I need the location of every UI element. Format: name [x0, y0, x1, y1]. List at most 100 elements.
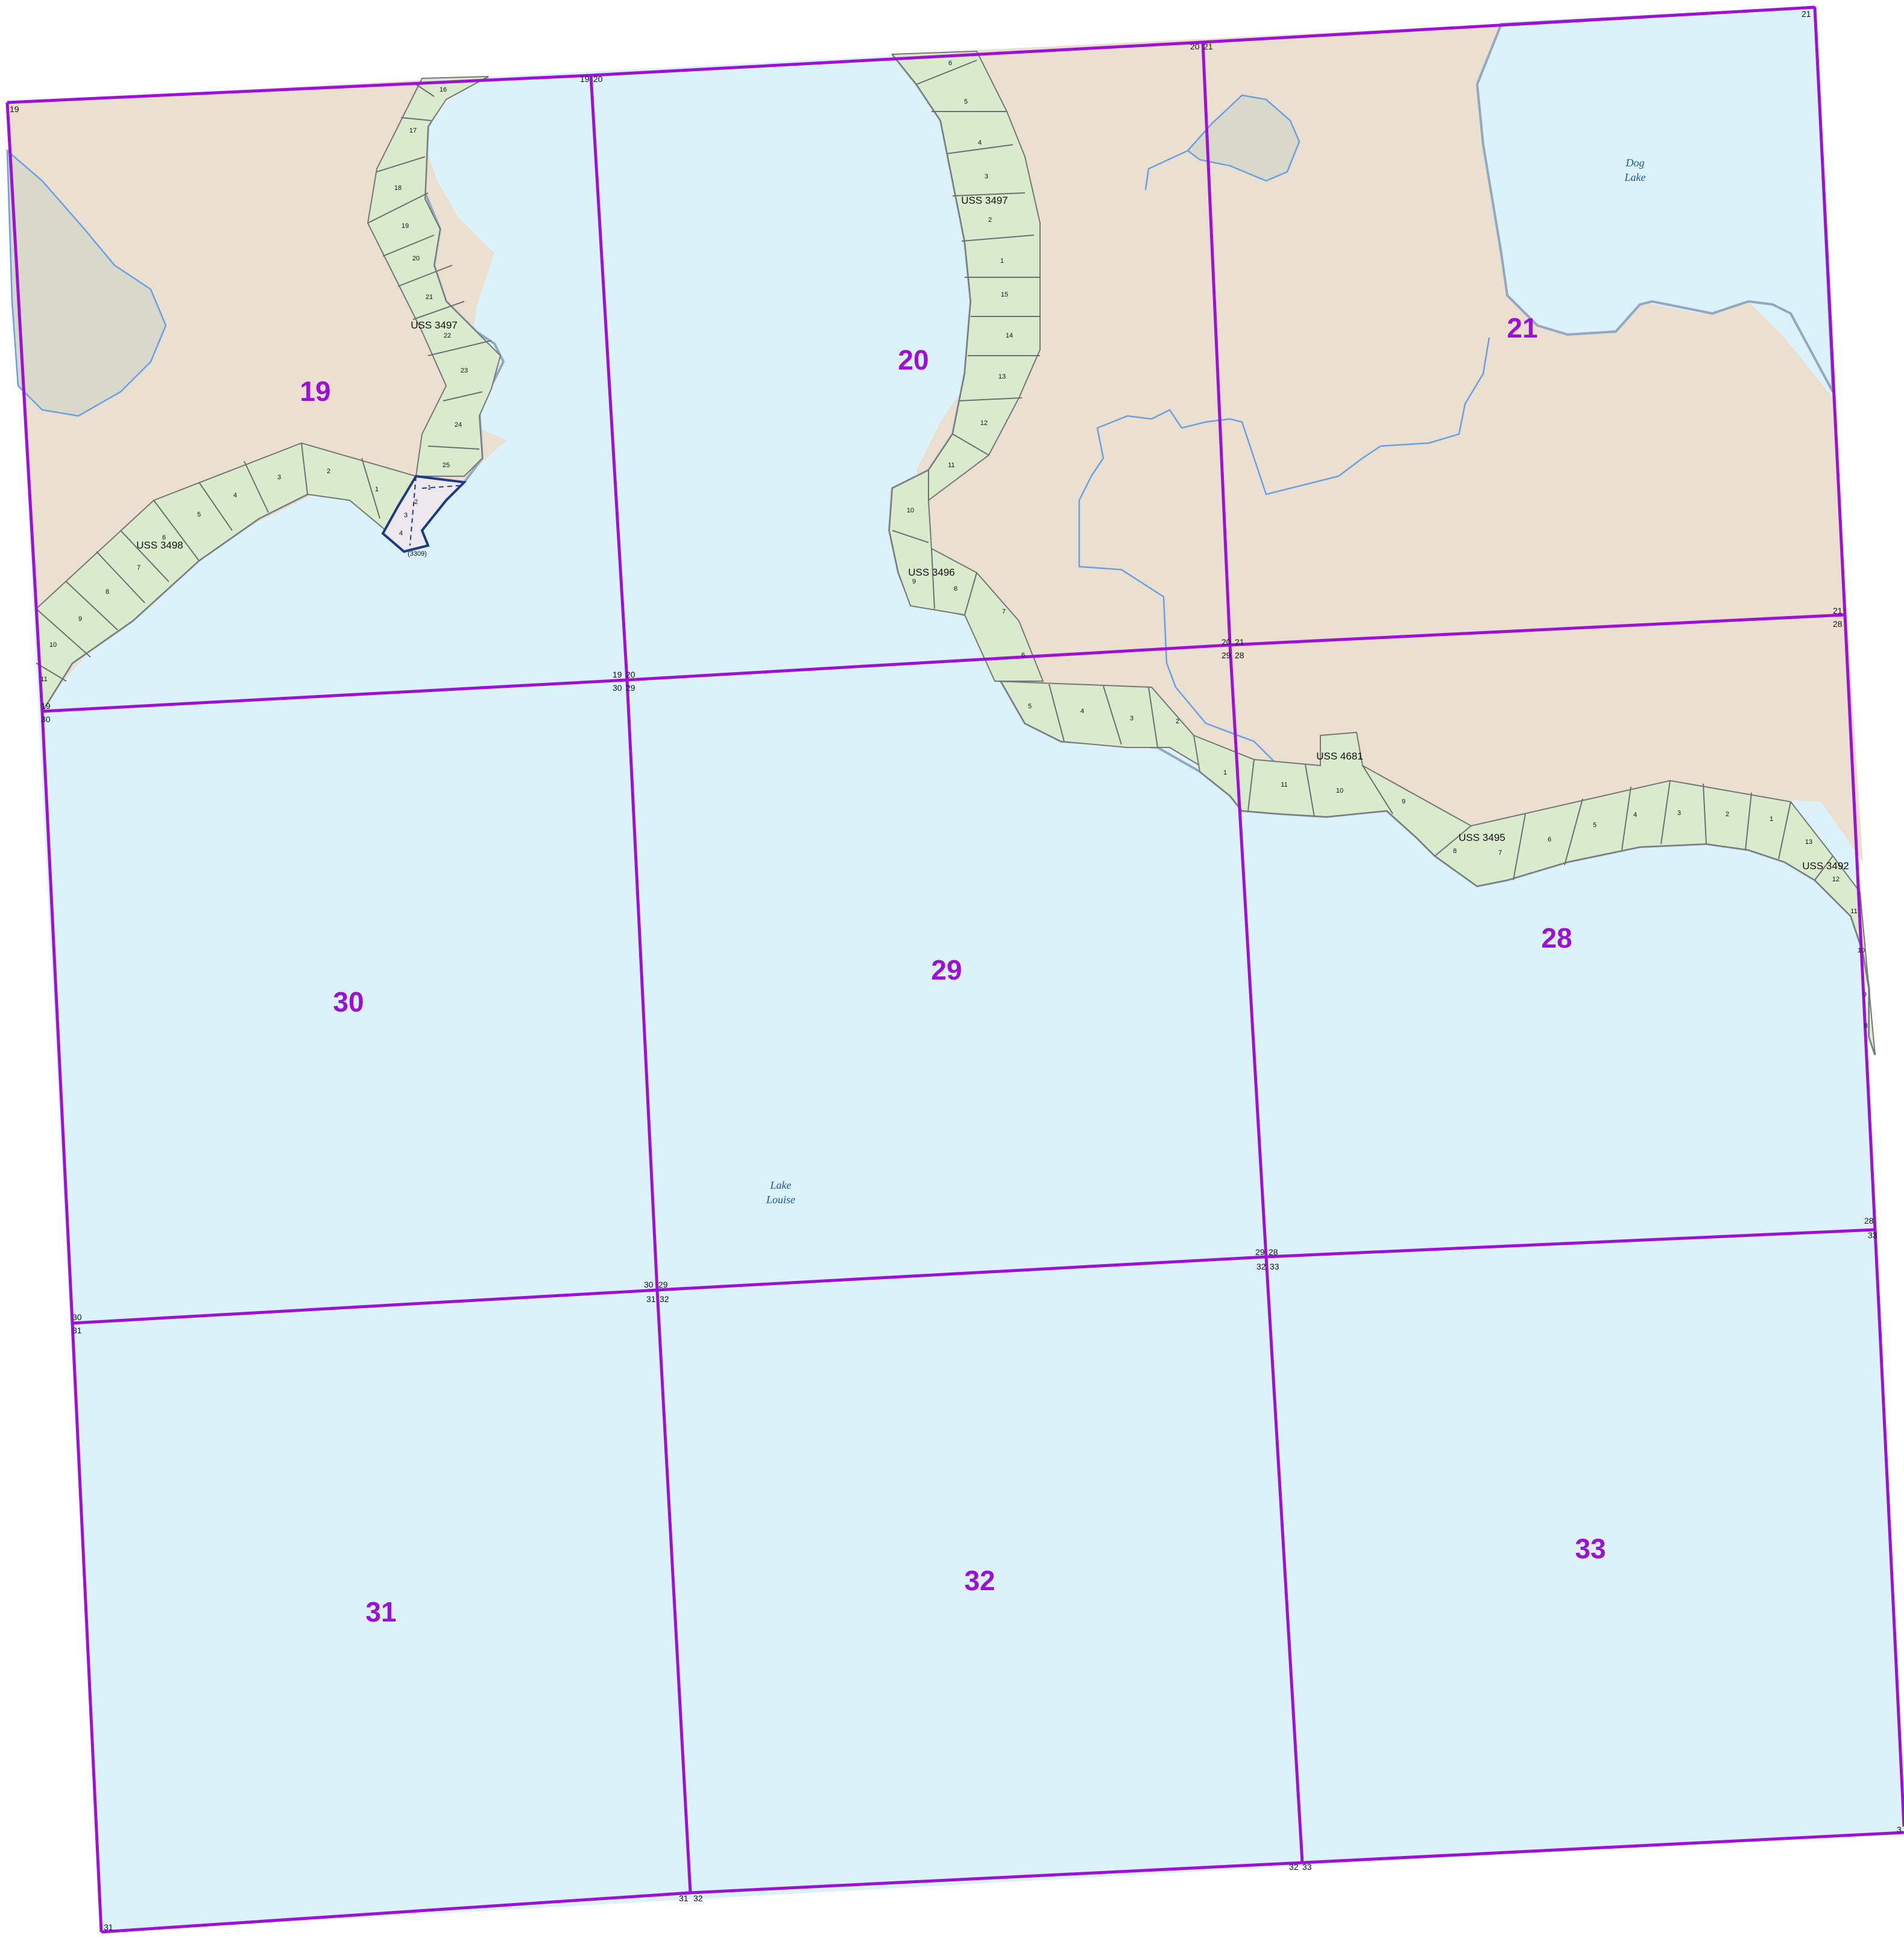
marsh-west [6, 149, 167, 417]
svg-text:32: 32 [1289, 1862, 1299, 1872]
svg-text:13: 13 [998, 373, 1006, 380]
svg-text:1: 1 [1223, 769, 1227, 776]
svg-text:24: 24 [455, 421, 462, 429]
svg-text:1: 1 [1000, 257, 1004, 265]
svg-text:32: 32 [693, 1893, 703, 1903]
section-29: 29 [931, 954, 962, 986]
subdivision-code: (3309) [408, 550, 427, 558]
svg-text:12: 12 [980, 420, 988, 427]
svg-text:9: 9 [912, 578, 916, 585]
section-grid [5, 5, 1904, 1934]
svg-text:9: 9 [78, 615, 82, 623]
svg-text:28: 28 [1269, 1247, 1278, 1257]
svg-text:3: 3 [404, 512, 408, 519]
svg-text:4: 4 [233, 492, 237, 499]
svg-text:9: 9 [1863, 991, 1867, 998]
section-28: 28 [1541, 922, 1572, 954]
svg-text:31: 31 [104, 1922, 113, 1932]
lot-numbers: 16 17 18 19 20 21 22 23 24 25 1 2 3 4 5 … [40, 60, 1868, 1030]
svg-text:13: 13 [1805, 838, 1812, 846]
svg-text:30: 30 [41, 714, 51, 724]
land-area-east [892, 24, 1863, 862]
svg-text:18: 18 [394, 184, 402, 192]
svg-text:23: 23 [461, 367, 468, 374]
svg-text:8: 8 [1453, 848, 1457, 855]
marsh-north [1187, 94, 1300, 182]
dog-lake [1475, 5, 1834, 392]
svg-text:30: 30 [613, 683, 622, 693]
svg-text:32: 32 [660, 1294, 669, 1304]
svg-text:2: 2 [414, 499, 418, 506]
svg-text:21: 21 [1802, 9, 1811, 19]
svg-text:3: 3 [1130, 715, 1133, 722]
svg-text:4: 4 [399, 530, 403, 537]
svg-text:31: 31 [72, 1326, 82, 1335]
svg-text:5: 5 [1593, 822, 1597, 829]
svg-text:4: 4 [1080, 708, 1084, 715]
svg-text:29: 29 [626, 683, 635, 693]
svg-text:20: 20 [412, 255, 420, 262]
stream-north [1144, 149, 1188, 190]
svg-text:5: 5 [1028, 703, 1032, 710]
svg-text:12: 12 [1832, 876, 1839, 883]
lots-uss3497-west [367, 76, 502, 477]
subdivision-parcel[interactable] [381, 474, 467, 553]
survey-label-uss3497-east: USS 3497 [961, 195, 1008, 206]
svg-text:10: 10 [1858, 947, 1865, 954]
dog-lake-label-2: Lake [1624, 171, 1646, 183]
svg-text:28: 28 [1235, 650, 1244, 660]
svg-text:31: 31 [646, 1294, 656, 1304]
svg-text:20: 20 [626, 670, 635, 679]
survey-label-uss3492: USS 3492 [1802, 860, 1849, 872]
svg-text:33: 33 [1868, 1230, 1877, 1240]
svg-text:21: 21 [1203, 42, 1213, 51]
svg-text:19: 19 [402, 222, 409, 230]
svg-text:1: 1 [1770, 816, 1773, 823]
svg-text:21: 21 [426, 294, 433, 301]
svg-text:31: 31 [679, 1893, 689, 1903]
svg-text:25: 25 [443, 462, 450, 469]
svg-text:8: 8 [954, 585, 957, 593]
svg-text:11: 11 [1850, 908, 1857, 915]
lake-louise-label-1: Lake [770, 1179, 792, 1191]
svg-text:7: 7 [1002, 608, 1006, 615]
svg-text:5: 5 [964, 98, 968, 105]
svg-text:8: 8 [106, 588, 109, 596]
svg-text:21: 21 [1235, 637, 1244, 647]
svg-text:7: 7 [1498, 849, 1502, 857]
svg-text:3: 3 [1677, 810, 1681, 817]
svg-text:6: 6 [948, 60, 952, 67]
svg-text:21: 21 [1833, 606, 1843, 615]
svg-text:16: 16 [440, 86, 447, 93]
lots-uss3496 [931, 548, 1201, 767]
svg-text:33: 33 [1302, 1862, 1312, 1872]
svg-text:5: 5 [197, 511, 201, 518]
survey-label-uss3496: USS 3496 [908, 567, 955, 578]
svg-text:19: 19 [580, 74, 590, 84]
lots-uss3495 [1434, 779, 1876, 1056]
svg-text:29: 29 [1255, 1247, 1265, 1257]
svg-text:10: 10 [49, 641, 57, 649]
section-19: 19 [300, 376, 330, 407]
svg-text:19: 19 [10, 104, 19, 114]
svg-text:3: 3 [1897, 1825, 1902, 1834]
section-31: 31 [365, 1596, 396, 1628]
svg-text:19: 19 [613, 670, 622, 679]
svg-text:7: 7 [137, 564, 140, 571]
section-33: 33 [1575, 1533, 1606, 1564]
stream-main [1078, 337, 1490, 772]
svg-text:32: 32 [1256, 1262, 1266, 1271]
svg-text:3: 3 [277, 474, 281, 481]
svg-text:11: 11 [1281, 781, 1287, 788]
svg-text:11: 11 [948, 462, 954, 469]
svg-text:22: 22 [444, 332, 451, 339]
svg-text:20: 20 [593, 74, 603, 84]
survey-label-uss4681: USS 4681 [1316, 750, 1363, 762]
svg-text:10: 10 [907, 507, 914, 514]
svg-text:8: 8 [1864, 1022, 1868, 1030]
svg-text:19: 19 [41, 701, 51, 711]
survey-label-uss3495: USS 3495 [1458, 832, 1505, 843]
svg-text:29: 29 [1222, 650, 1231, 660]
svg-text:4: 4 [1633, 811, 1637, 819]
